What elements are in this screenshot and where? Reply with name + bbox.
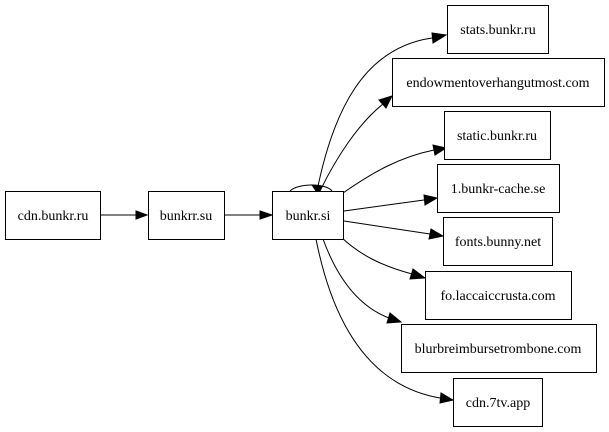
node-bunkr-si: bunkr.si: [272, 191, 344, 240]
node-label: fonts.bunny.net: [455, 235, 541, 250]
node-label: stats.bunkr.ru: [460, 23, 535, 38]
node-label: blurbreimbursetrombone.com: [415, 342, 582, 357]
node-label: bunkrr.su: [160, 209, 213, 224]
edge-bunkr-si-to-fo-laccaiccrusta: [340, 236, 427, 280]
node-stats-bunkr-ru: stats.bunkr.ru: [447, 5, 549, 54]
node-label: cdn.7tv.app: [466, 396, 530, 411]
node-static-bunkr-ru: static.bunkr.ru: [444, 111, 551, 160]
node-label: 1.bunkr-cache.se: [451, 182, 546, 197]
node-label: endowmentoverhangutmost.com: [406, 76, 589, 91]
edge-bunkr-si-to-blurbreim: [322, 238, 403, 324]
node-label: static.bunkr.ru: [457, 129, 537, 144]
node-bunkr-cache: 1.bunkr-cache.se: [437, 164, 560, 213]
edge-bunkr-si-to-stats-bunkr-ru: [316, 32, 448, 192]
edge-bunkr-si-to-static-bunkr-ru: [342, 144, 448, 194]
node-fonts-bunny: fonts.bunny.net: [443, 217, 553, 266]
edge-bunkr-si-to-fonts-bunny: [343, 220, 445, 240]
edge-bunkr-si-to-cdn-7tv: [315, 238, 455, 404]
edge-bunkrr-su-to-bunkr-si: [224, 210, 274, 220]
node-endowment: endowmentoverhangutmost.com: [392, 58, 605, 107]
node-blurbreim: blurbreimbursetrombone.com: [401, 324, 597, 373]
edge-bunkr-si-to-endowment: [319, 95, 393, 192]
node-bunkrr-su: bunkrr.su: [148, 191, 225, 240]
edge-bunkr-si-to-bunkr-cache: [343, 194, 439, 212]
edge-cdn-bunkr-ru-to-bunkrr-su: [100, 210, 149, 220]
node-cdn-bunkr-ru: cdn.bunkr.ru: [5, 191, 101, 240]
node-fo-laccaiccrusta: fo.laccaiccrusta.com: [425, 271, 572, 320]
node-cdn-7tv: cdn.7tv.app: [453, 378, 543, 427]
node-label: fo.laccaiccrusta.com: [440, 289, 555, 304]
node-label: bunkr.si: [286, 209, 331, 224]
node-label: cdn.bunkr.ru: [18, 209, 89, 224]
